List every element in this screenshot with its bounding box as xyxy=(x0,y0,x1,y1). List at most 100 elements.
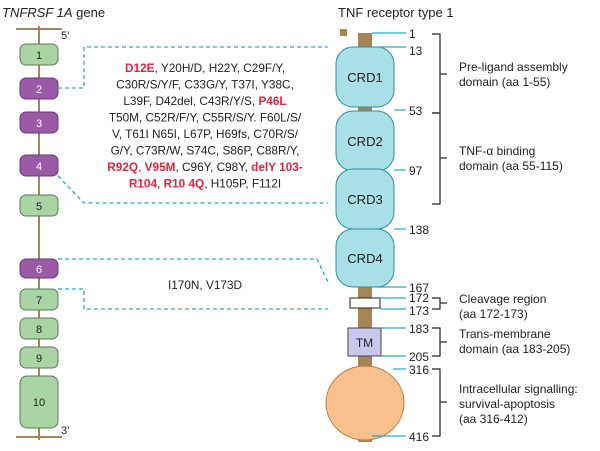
mutation-line: R104, R10 4Q, H105P, F112I xyxy=(129,177,281,191)
domain-line: Trans-membrane xyxy=(459,327,551,341)
exon-box xyxy=(19,317,59,340)
gene-title-rest: gene xyxy=(73,5,106,20)
tm-box xyxy=(347,327,382,357)
exon-label: 10 xyxy=(33,397,45,409)
exon-label: 3 xyxy=(36,118,42,130)
mutation-line: G/Y, C73R/W, S74C, S86P, C88R/Y, xyxy=(111,144,300,158)
domain-pre-ligand-label: Pre-ligand assembly domain (aa 1-55) xyxy=(459,60,571,89)
exon-5: 5 xyxy=(19,194,59,217)
bracket-pre-ligand xyxy=(432,33,441,114)
mutation-text: , Y20H/D, H22Y, C29F/Y, xyxy=(155,61,286,75)
pos-label-172: 172 xyxy=(409,291,429,305)
gene-title-italic: TNFRSF 1A xyxy=(2,5,73,20)
gene-5prime-label: 5’ xyxy=(61,30,70,42)
mutation-list-exons2-4: D12E, Y20H/D, H22Y, C29F/Y, C30R/S/Y/F, C… xyxy=(107,61,303,191)
crd-label: CRD2 xyxy=(347,134,382,149)
exon-9: 9 xyxy=(19,346,59,369)
exon-box xyxy=(19,258,59,279)
pos-label-13: 13 xyxy=(409,44,423,58)
domain-labels: Pre-ligand assembly domain (aa 1-55) TNF… xyxy=(459,60,578,426)
exon-box xyxy=(19,154,59,177)
mutation-text: , H105P, F112I xyxy=(204,177,281,191)
connector-exon7-aa173 xyxy=(58,288,328,310)
domain-line: domain (aa 55-115) xyxy=(459,159,563,173)
tm-label: TM xyxy=(356,336,373,350)
pos-label-316: 316 xyxy=(409,363,429,377)
mutation-text: G/Y, C73R/W, S74C, S86P, C88R/Y, xyxy=(111,144,300,158)
signal-peptide-marker xyxy=(340,29,347,36)
exon-4: 4 xyxy=(19,154,59,177)
exon-label: 8 xyxy=(36,324,42,336)
position-ticks xyxy=(372,32,406,437)
pos-label-416: 416 xyxy=(409,430,429,444)
bracket-transmembrane xyxy=(432,327,441,357)
bracket-cleavage xyxy=(432,297,441,310)
crd-label: CRD1 xyxy=(347,70,382,85)
gene-title: TNFRSF 1A gene xyxy=(2,5,105,20)
connector-exon4-aa138 xyxy=(57,175,328,204)
exon-box xyxy=(19,346,59,369)
exon-label: 9 xyxy=(36,353,42,365)
exon-3: 3 xyxy=(19,111,59,134)
pos-label-173: 173 xyxy=(409,304,429,318)
domain-line: Cleavage region xyxy=(459,292,546,306)
death-domain xyxy=(325,365,405,441)
domain-line: TNF-α binding xyxy=(459,144,535,158)
mutation-highlighted: R10 4Q xyxy=(164,177,205,191)
mutation-line: L39F, D42del, C43R/Y/S, P46L xyxy=(123,94,286,108)
domain-line: (aa 316-412) xyxy=(459,412,528,426)
exon-1: 1 xyxy=(19,43,59,66)
pos-label-183: 183 xyxy=(409,322,429,336)
mutation-text: V, T61I N65I, L67P, H69fs, C70R/S/ xyxy=(112,127,299,141)
mutation-highlighted: V95M xyxy=(145,160,176,174)
mutation-text: C30R/S/Y/F, C33G/Y, T37I, Y38C, xyxy=(116,78,294,92)
exon-box xyxy=(19,111,59,134)
pos-label-205: 205 xyxy=(409,350,429,364)
exon-label: 5 xyxy=(36,201,42,213)
mutation-highlighted: delY 103- xyxy=(251,160,303,174)
exon-label: 2 xyxy=(36,84,42,96)
crd-label: CRD3 xyxy=(347,192,382,207)
mutation-text: , xyxy=(157,177,164,191)
exon-box xyxy=(19,43,59,66)
crd-2: CRD2 xyxy=(335,110,395,172)
pos-label-53: 53 xyxy=(409,104,423,118)
transmembrane-domain: TM xyxy=(347,327,382,357)
cleavage-site xyxy=(349,297,381,309)
exon-label: 4 xyxy=(36,161,42,173)
protein-title: TNF receptor type 1 xyxy=(338,5,454,20)
domain-line: domain (aa 1-55) xyxy=(459,75,550,89)
bracket-intracellular xyxy=(432,368,441,437)
mutation-line: R92Q, V95M, C96Y, C98Y, delY 103- xyxy=(107,160,303,174)
mutation-text: L39F, D42del, C43R/Y/S, xyxy=(123,94,258,108)
domain-line: (aa 172-173) xyxy=(459,307,528,321)
domain-brackets xyxy=(432,33,447,437)
position-labels: 1 13 53 97 138 167 172 173 183 205 316 4… xyxy=(409,27,429,444)
exon-10: 10 xyxy=(19,375,59,429)
mutation-highlighted: P46L xyxy=(258,94,286,108)
bracket-tnf-binding xyxy=(432,112,441,205)
domain-tnf-binding-label: TNF-α binding domain (aa 55-115) xyxy=(459,144,563,173)
exon-label: 6 xyxy=(36,264,42,276)
crd-box xyxy=(335,46,395,108)
exon-label: 7 xyxy=(36,295,42,307)
crd-1: CRD1 xyxy=(335,46,395,108)
mutation-line: T50M, C52R/F/Y, C55R/S/Y. F60L/S/ xyxy=(109,111,302,125)
exon-protein-connectors xyxy=(57,46,329,310)
crd-box xyxy=(335,228,395,288)
domain-line: Intracellular signalling: xyxy=(459,382,578,396)
domain-line: survival-apoptosis xyxy=(459,397,555,411)
exon-box xyxy=(19,194,59,217)
crd-label: CRD4 xyxy=(347,251,382,266)
mutation-text: T50M, C52R/F/Y, C55R/S/Y. F60L/S/ xyxy=(109,111,302,125)
exon-6: 6 xyxy=(19,258,59,279)
connector-exon2-aa13 xyxy=(58,46,328,89)
mutation-highlighted: R104 xyxy=(129,177,158,191)
mutation-line: D12E, Y20H/D, H22Y, C29F/Y, xyxy=(125,61,285,75)
mutation-line: V, T61I N65I, L67P, H69fs, C70R/S/ xyxy=(112,127,299,141)
connector-exon6-aa167 xyxy=(58,258,329,283)
exon-8: 8 xyxy=(19,317,59,340)
pos-label-1: 1 xyxy=(409,27,416,41)
exon-7: 7 xyxy=(19,288,59,311)
